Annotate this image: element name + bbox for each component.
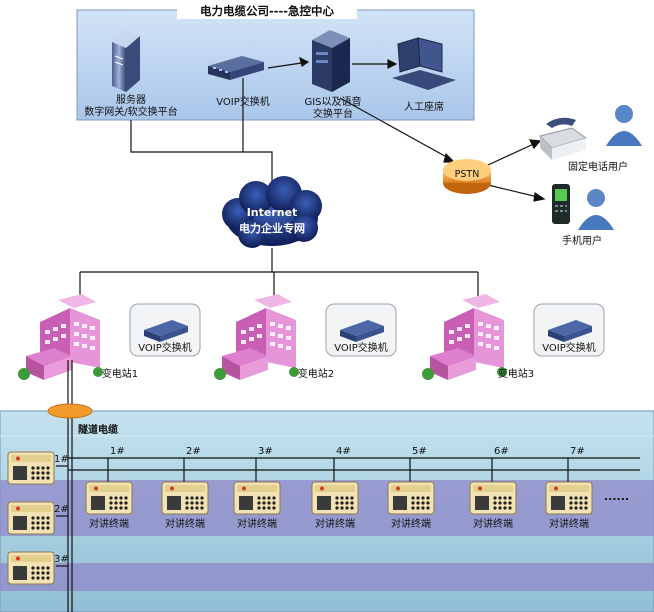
side-terminal-number: 1# (54, 454, 69, 465)
pstn-node (443, 159, 491, 194)
bus-terminal: 4# 对讲终端 (311, 446, 359, 530)
substation-bus (79, 248, 479, 302)
more-terminals-ellipsis: ...... (604, 490, 629, 503)
center-to-cloud-links (130, 78, 273, 190)
server-sublabel: 数字网关/软交换平台 (84, 105, 177, 118)
bus-terminal-number: 6# (494, 446, 509, 457)
bus-terminal-label: 对讲终端 (473, 517, 513, 530)
cloud-label-network: 电力企业专网 (239, 221, 305, 235)
intercom-terminal-icon (85, 481, 133, 515)
intercom-terminal-icon (387, 481, 435, 515)
bus-terminal-label: 对讲终端 (391, 517, 431, 530)
substation-building-icon (18, 294, 103, 380)
substation-2 (214, 294, 397, 380)
bus-terminal-number: 5# (412, 446, 427, 457)
bus-terminal: 2# 对讲终端 (161, 446, 209, 530)
intercom-terminal-icon (7, 551, 55, 585)
side-terminal: 3# (7, 551, 69, 585)
fixed-user-label: 固定电话用户 (568, 160, 628, 173)
bus-terminal-label: 对讲终端 (549, 517, 589, 530)
gis-platform-label: GIS以及语音 (304, 95, 361, 108)
bus-terminal: 7# 对讲终端 (545, 446, 593, 530)
bus-terminal: 1# 对讲终端 (85, 446, 133, 530)
bus-terminals: 1# 对讲终端 2# 对讲终端 3# 对讲终端 4# 对讲终端 5# 对讲终端 6# 对讲终端 7# 对讲… (85, 446, 593, 530)
intercom-terminal-icon (233, 481, 281, 515)
bus-terminal-label: 对讲终端 (89, 517, 129, 530)
substation-building-icon (214, 294, 299, 380)
pstn-links (339, 97, 546, 202)
substation-3 (422, 294, 605, 380)
operator-workstation-icon (392, 37, 456, 90)
center-links (267, 56, 398, 69)
voip-switch-icon (208, 56, 264, 80)
bus-terminal-number: 3# (258, 446, 273, 457)
control-center-title: 电力电缆公司----急控中心 (200, 4, 335, 18)
server-label: 服务器 (116, 93, 146, 106)
mobile-user-label: 手机用户 (562, 234, 602, 247)
bus-terminal-label: 对讲终端 (237, 517, 277, 530)
mobile-phone-icon (552, 184, 570, 224)
bus-terminal: 3# 对讲终端 (233, 446, 281, 530)
substation-2-name: 变电站2 (298, 367, 334, 380)
gis-platform-sublabel: 交换平台 (313, 107, 353, 120)
bus-terminal-number: 4# (336, 446, 351, 457)
substation-3-name: 变电站3 (498, 367, 534, 380)
substation-1 (18, 294, 201, 380)
fixed-phone-icon (539, 117, 588, 160)
intercom-terminal-icon (545, 481, 593, 515)
side-terminals: 1# 2# 3# (7, 451, 69, 585)
internet-cloud-icon (222, 176, 322, 248)
intercom-terminal-icon (469, 481, 517, 515)
substation-1-switch-label: VOIP交换机 (138, 341, 192, 354)
side-terminal: 2# (7, 501, 69, 535)
side-terminal-number: 2# (54, 504, 69, 515)
bus-terminal-number: 1# (110, 446, 125, 457)
substation-3-switch-label: VOIP交换机 (542, 341, 596, 354)
side-terminal: 1# (7, 451, 69, 485)
substation-1-name: 变电站1 (102, 367, 138, 380)
fixed-user-avatar-icon (606, 105, 642, 146)
operator-label: 人工座席 (404, 100, 444, 113)
tunnel-cable-label: 隧道电缆 (78, 423, 118, 436)
bus-terminal-number: 2# (186, 446, 201, 457)
bus-terminal: 6# 对讲终端 (469, 446, 517, 530)
mobile-user-avatar-icon (578, 189, 614, 230)
bus-terminal-label: 对讲终端 (165, 517, 205, 530)
bus-terminal-number: 7# (570, 446, 585, 457)
cloud-label-internet: Internet (247, 206, 298, 219)
tunnel-cables (56, 360, 640, 612)
bus-terminal-label: 对讲终端 (315, 517, 355, 530)
substation-building-icon (422, 294, 507, 380)
intercom-terminal-icon (7, 451, 55, 485)
intercom-terminal-icon (7, 501, 55, 535)
side-terminal-number: 3# (54, 554, 69, 565)
intercom-terminal-icon (161, 481, 209, 515)
pstn-label: PSTN (455, 169, 480, 180)
tunnel-cable-node (47, 403, 93, 419)
intercom-terminal-icon (311, 481, 359, 515)
bus-terminal: 5# 对讲终端 (387, 446, 435, 530)
gis-platform-icon (312, 30, 350, 92)
server-icon (112, 30, 140, 92)
substation-2-switch-label: VOIP交换机 (334, 341, 388, 354)
